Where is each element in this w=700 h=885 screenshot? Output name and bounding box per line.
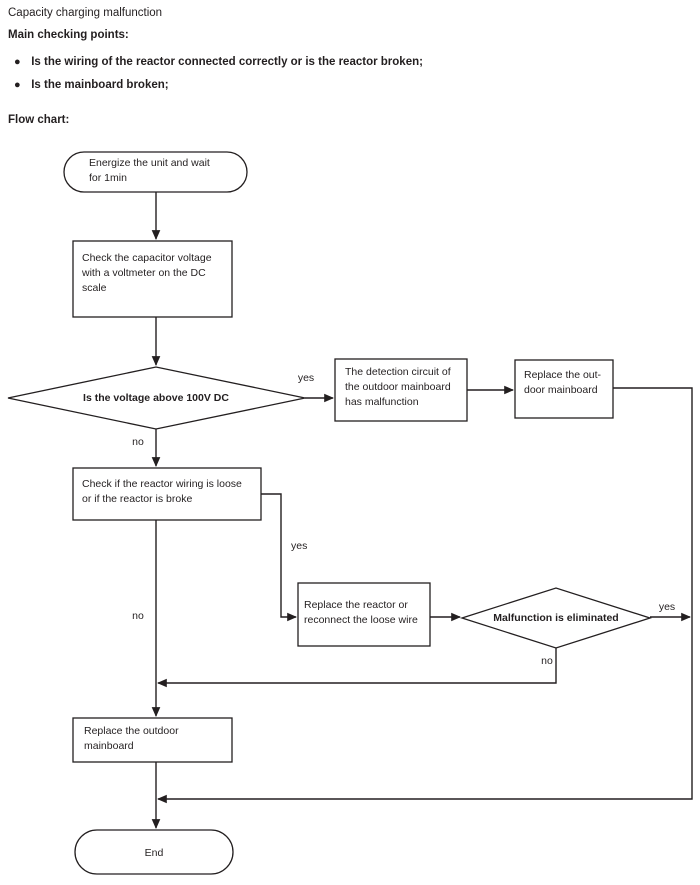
node-check-reactor-wiring: Check if the reactor wiring is loose or … xyxy=(72,467,262,521)
list-item-label: Is the mainboard broken; xyxy=(31,79,169,91)
flow-chart-label: Flow chart: xyxy=(8,114,70,126)
edge-label-yes-1: yes xyxy=(298,372,314,384)
list-item: ● Is the mainboard broken; xyxy=(14,78,169,92)
node-check-voltage-line-1: with a voltmeter on the DC xyxy=(81,267,206,279)
edge-replace-mainboard-to-end xyxy=(157,387,693,804)
node-check-voltage-line-0: Check the capacitor voltage xyxy=(82,252,212,264)
node-detection-line-2: has malfunction xyxy=(345,396,419,408)
node-end-label: End xyxy=(145,847,164,859)
main-checking-points-label: Main checking points: xyxy=(8,29,129,41)
node-malfunction-eliminated: Malfunction is eliminated xyxy=(459,587,653,649)
edge-label-no-3: no xyxy=(541,655,553,667)
node-replace-mainboard-bottom-line-1: mainboard xyxy=(84,740,134,752)
node-check-reactor-line-0: Check if the reactor wiring is loose xyxy=(82,478,242,490)
node-replace-reactor: Replace the reactor or reconnect the loo… xyxy=(297,582,431,647)
edge-label-yes-3: yes xyxy=(659,601,675,613)
edge-label-no-2: no xyxy=(132,610,144,622)
node-check-capacitor-voltage: Check the capacitor voltage with a voltm… xyxy=(72,240,233,318)
node-malfunction-eliminated-label: Malfunction is eliminated xyxy=(493,612,618,624)
edge-label-no-1: no xyxy=(132,436,144,448)
edge-check-reactor-yes-to-replace-reactor xyxy=(261,493,297,622)
node-start-line-0: Energize the unit and wait xyxy=(89,157,210,169)
page-title: Capacity charging malfunction xyxy=(8,7,163,19)
node-check-voltage-line-2: scale xyxy=(82,282,107,294)
node-voltage-decision-label: Is the voltage above 100V DC xyxy=(83,392,229,404)
node-detection-circuit: The detection circuit of the outdoor mai… xyxy=(334,358,468,422)
bullet-icon: ● xyxy=(14,79,21,91)
node-replace-reactor-line-1: reconnect the loose wire xyxy=(304,614,418,626)
node-detection-line-1: the outdoor mainboard xyxy=(345,381,451,393)
node-check-reactor-line-1: or if the reactor is broke xyxy=(82,493,192,505)
node-detection-line-0: The detection circuit of xyxy=(345,366,451,378)
node-replace-mainboard-bottom-line-0: Replace the outdoor xyxy=(84,725,179,737)
edge-label-yes-2: yes xyxy=(291,540,307,552)
node-end: End xyxy=(74,829,234,875)
node-replace-reactor-line-0: Replace the reactor or xyxy=(304,599,408,611)
edge-malfunction-no-to-spine xyxy=(157,648,557,688)
node-replace-mainboard-bottom: Replace the outdoor mainboard xyxy=(72,717,233,763)
list-item: ● Is the wiring of the reactor connected… xyxy=(14,55,423,69)
node-voltage-decision: Is the voltage above 100V DC xyxy=(7,366,306,430)
node-replace-mainboard-top-line-1: door mainboard xyxy=(524,384,598,396)
node-start-line-1: for 1min xyxy=(89,172,127,184)
node-replace-mainboard-top-line-0: Replace the out- xyxy=(524,369,602,381)
node-replace-mainboard-top: Replace the out- door mainboard xyxy=(514,359,614,419)
node-start: Energize the unit and wait for 1min xyxy=(63,151,248,193)
list-item-label: Is the wiring of the reactor connected c… xyxy=(31,56,423,68)
bullet-icon: ● xyxy=(14,56,21,68)
